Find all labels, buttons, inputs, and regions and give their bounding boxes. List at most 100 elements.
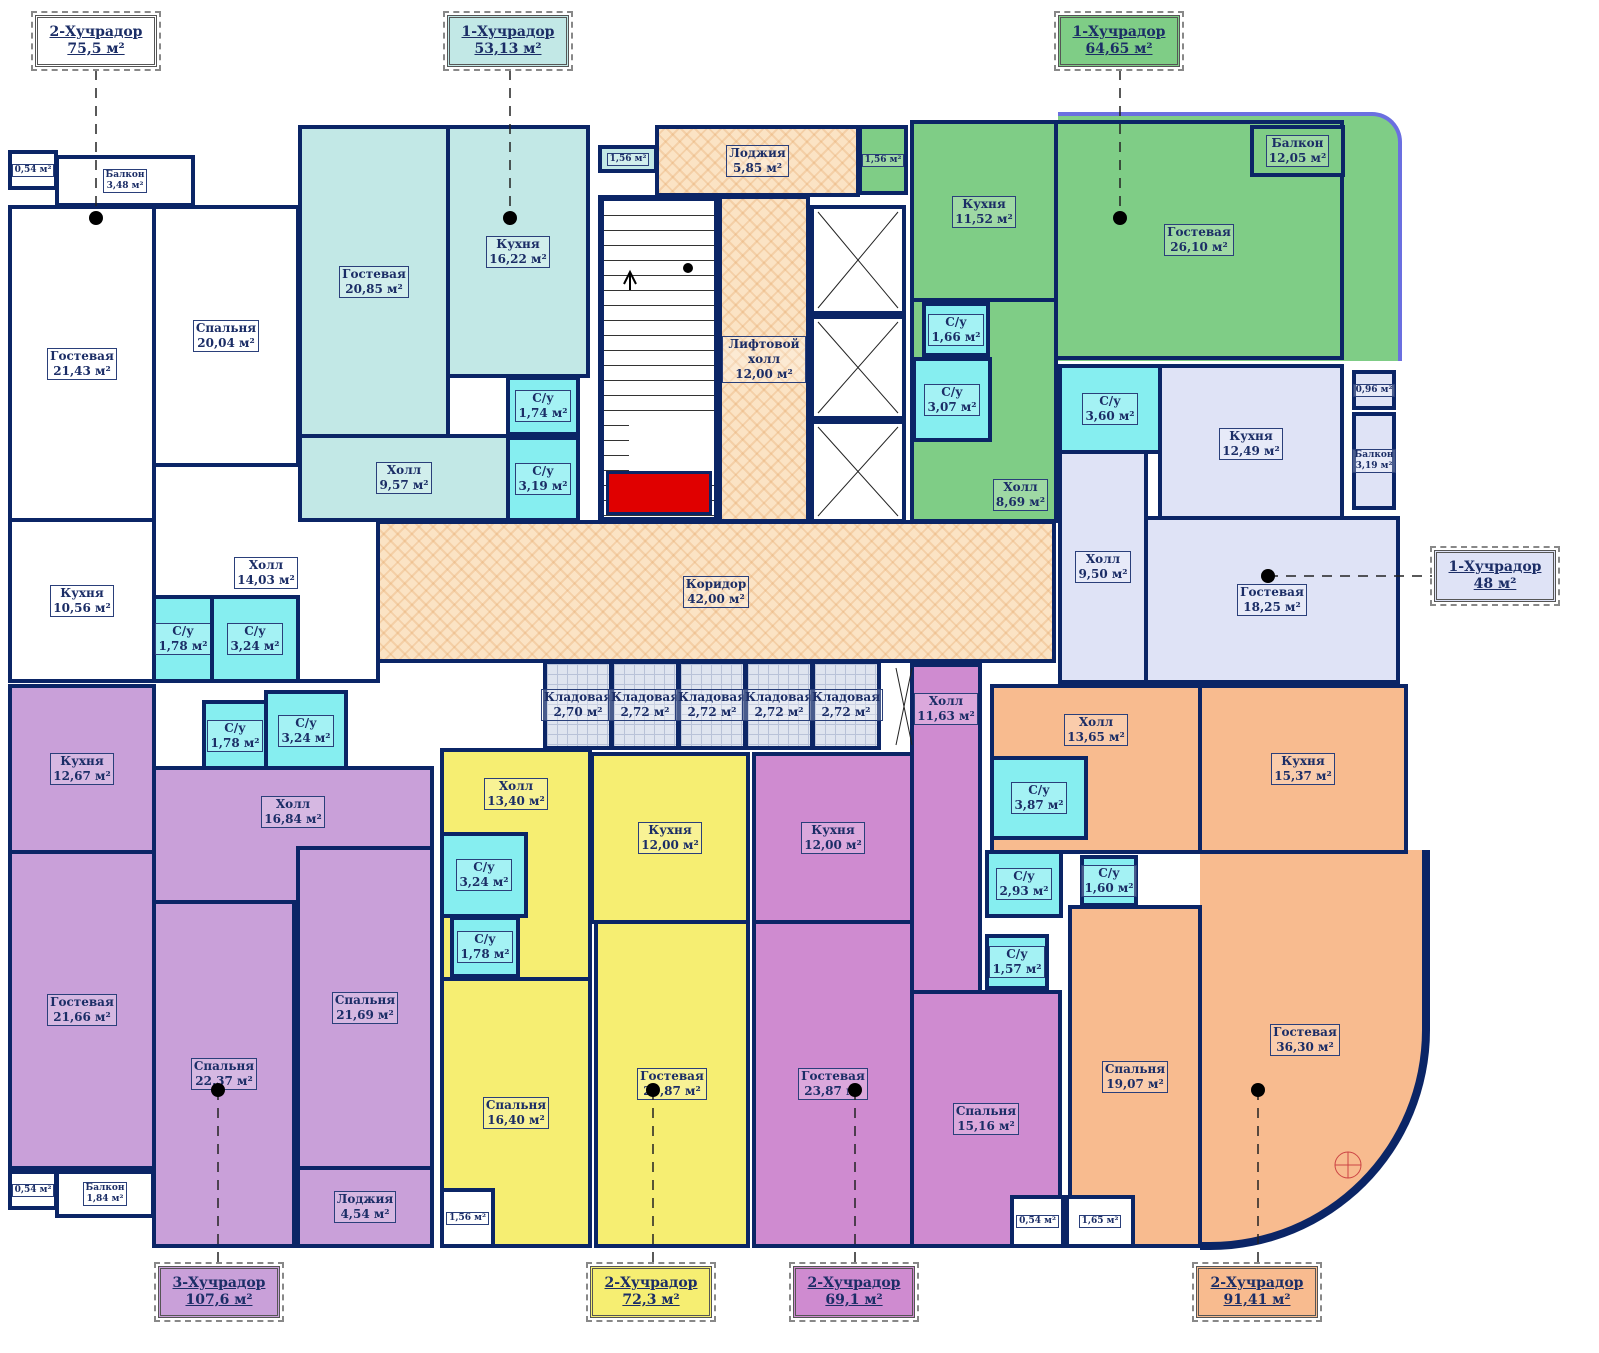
room[interactable]: 0,54 м² [8,150,58,190]
room-name: Лифтовой холл [728,336,800,366]
room-name: С/у [532,464,554,478]
room[interactable]: 1,65 м² [1065,1195,1135,1248]
tag-title: 2-Хучрадор [1210,1275,1304,1291]
room-name: С/у [532,391,554,405]
room-name: Спальня [485,1097,547,1112]
room-name: С/у [295,716,317,730]
room-area: 3,19 м² [518,479,568,493]
room-area: 1,56 м² [864,154,902,165]
room[interactable]: 0,96 м² [1352,370,1396,410]
room-area: 16,40 м² [487,1112,545,1127]
room-name: С/у [473,860,495,874]
room[interactable]: 1,56 м² [598,145,658,173]
room-area: 0,54 м² [14,1184,52,1195]
room-name: Гостевая [50,995,114,1009]
room-area: 3,24 м² [230,639,280,653]
room[interactable]: 1,56 м² [440,1188,495,1248]
room-name: Кухня [496,236,540,251]
room-area: 12,00 м² [735,366,793,381]
room[interactable]: 0,54 м² [8,1170,58,1210]
room[interactable]: 0,54 м² [1010,1195,1065,1248]
room-area: 5,85 м² [732,161,783,175]
room-name: С/у [1098,866,1120,880]
room-name: Гостевая [50,349,114,363]
room-area: 1,84 м² [86,1194,124,1204]
room-area: 1,78 м² [210,736,260,750]
room-name: С/у [1006,947,1028,961]
room[interactable]: 1,56 м² [858,125,908,195]
room-area: 1,60 м² [1084,881,1134,895]
